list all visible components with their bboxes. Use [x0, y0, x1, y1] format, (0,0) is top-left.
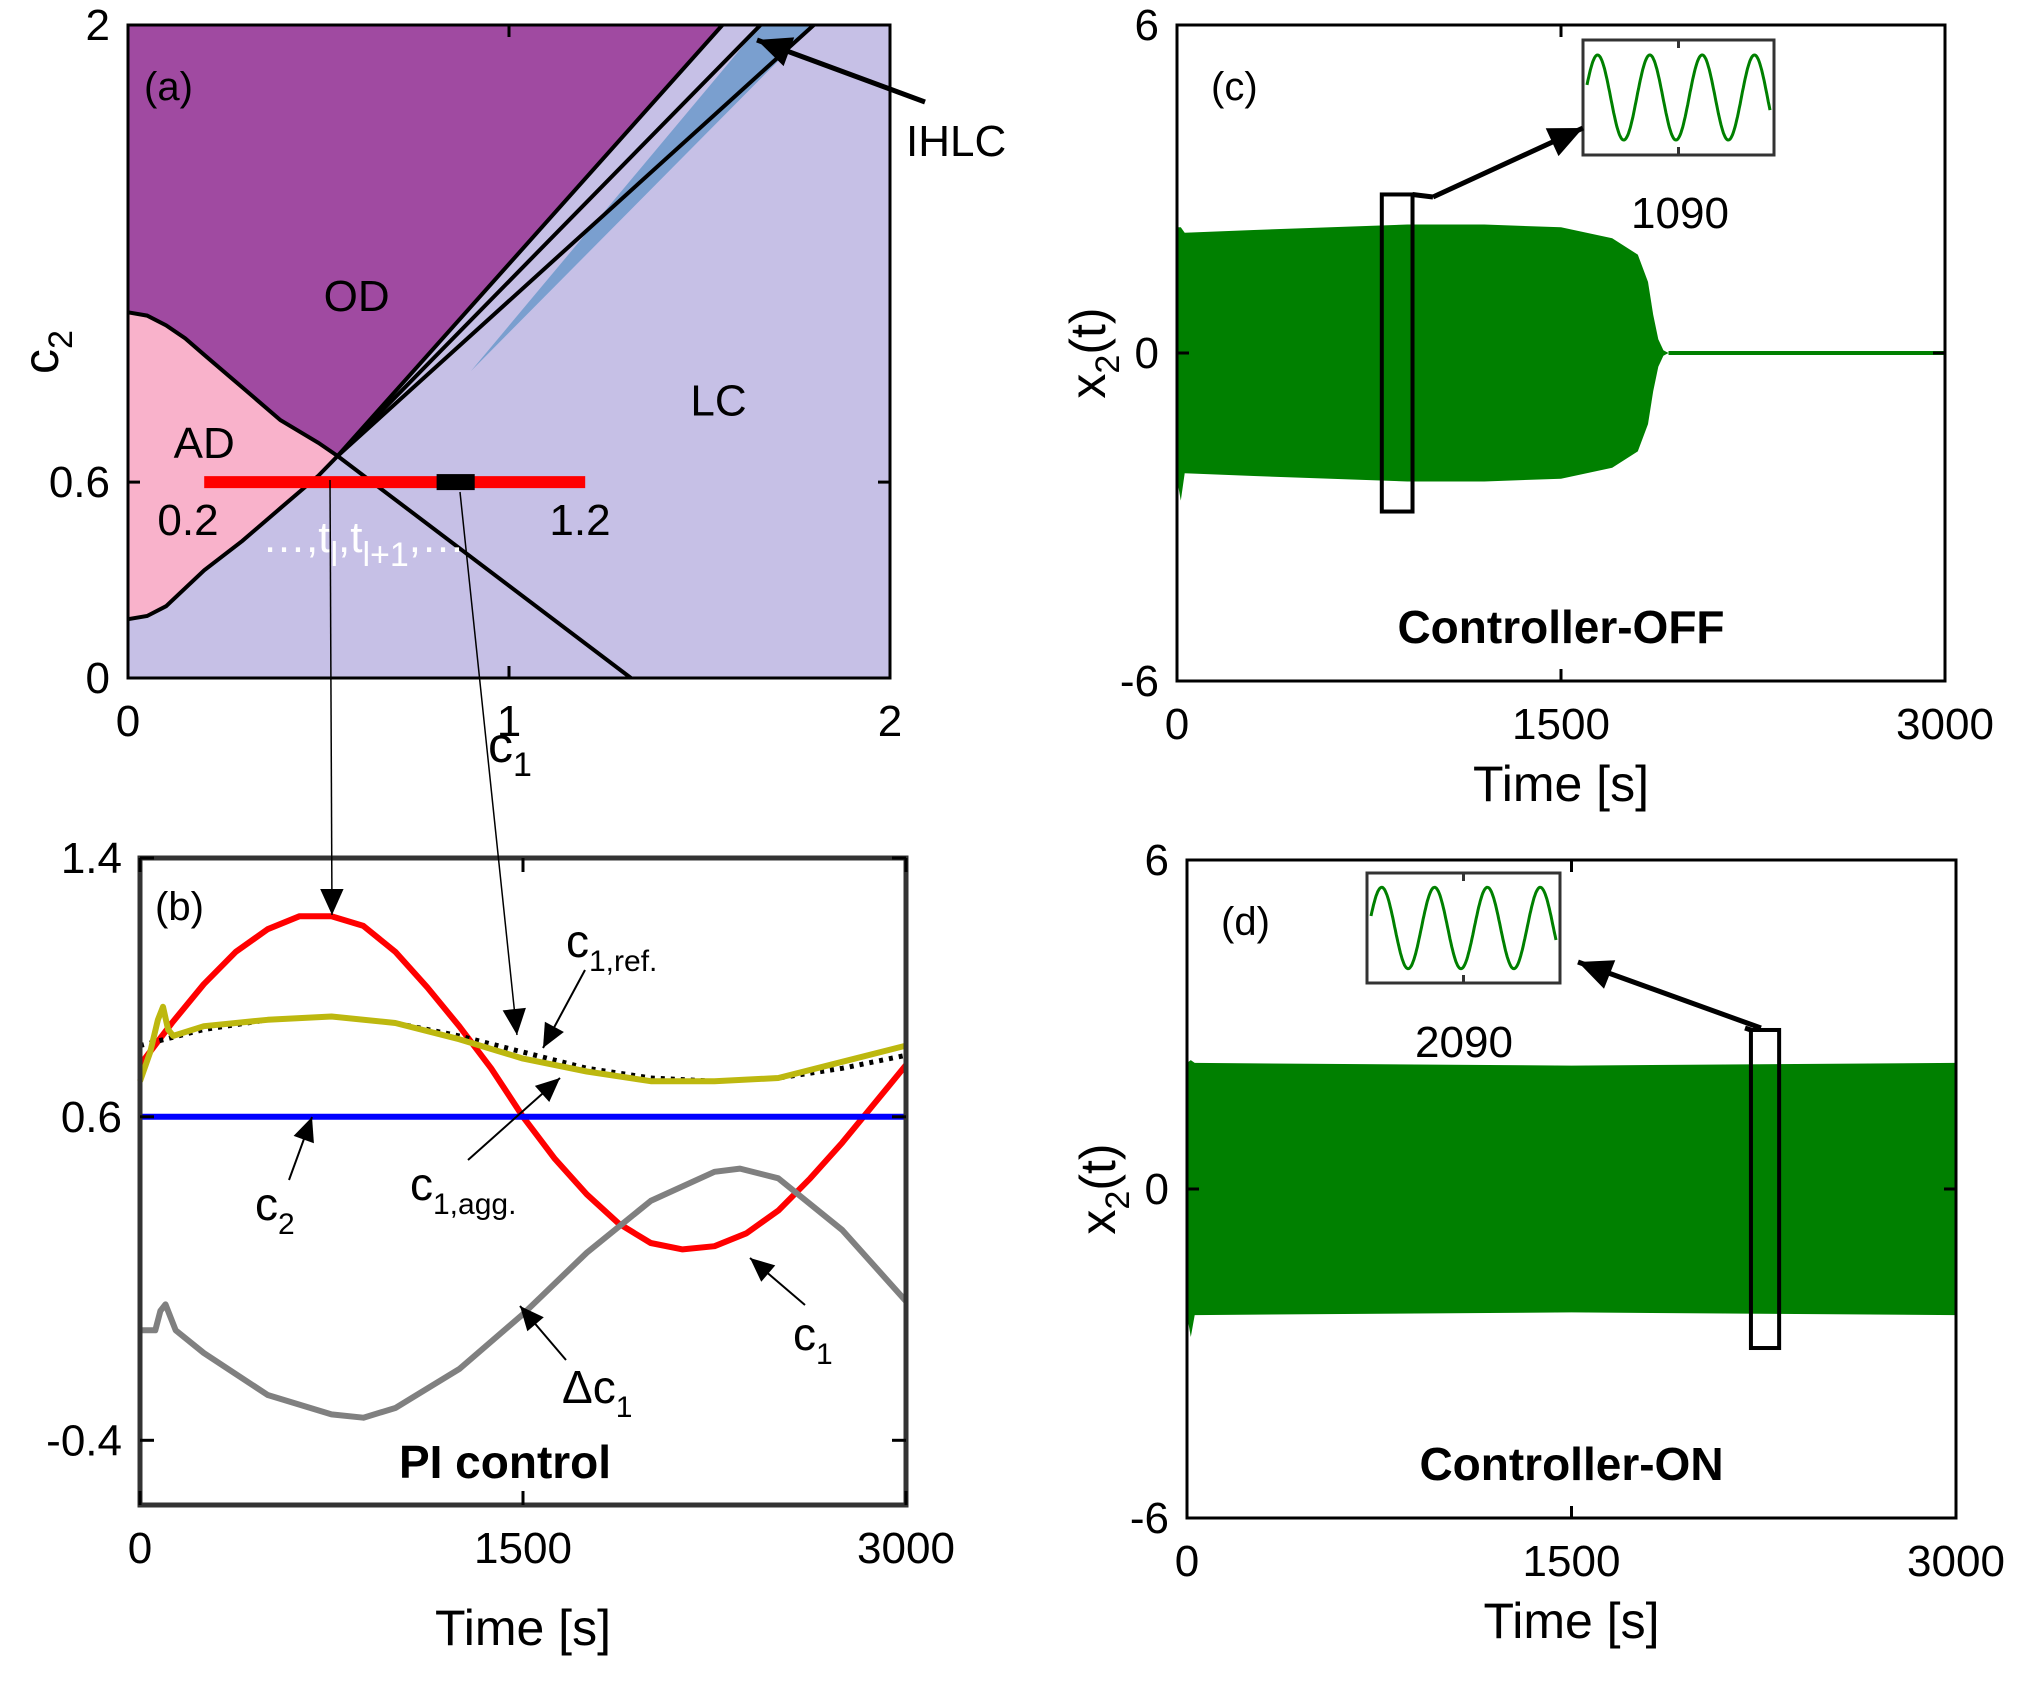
inset-arrow-head: [1545, 128, 1583, 157]
panel-c-title: Controller-OFF: [1397, 601, 1724, 653]
panel-b-ytick-label: 0.6: [61, 1093, 122, 1142]
connector-a-to-c1-ref-head: [502, 1007, 526, 1035]
series-c1-agg-: [137, 1003, 907, 1085]
region-ad: [128, 312, 338, 620]
inset-signal: [1585, 53, 1772, 142]
panel-label-b: (b): [155, 885, 204, 929]
panel-b-title: PI control: [399, 1436, 611, 1488]
panel-d-ytick-label: 0: [1145, 1165, 1169, 1214]
panel-b-xtick-label: 3000: [857, 1524, 955, 1573]
zoom-window: [1379, 192, 1415, 514]
ihlc-label: IHLC: [906, 117, 1006, 166]
panel-label-c: (c): [1211, 65, 1258, 109]
panel-a-ytick-label: 0: [86, 654, 110, 703]
series--c1: [140, 1165, 909, 1421]
panel-b-ytick-label: 1.4: [61, 834, 122, 883]
panel-d-xtick-label: 0: [1175, 1537, 1199, 1586]
panel-d-ytick-label: -6: [1130, 1494, 1169, 1543]
panel-a-ytick-label: 2: [86, 1, 110, 50]
panel-d-title: Controller-ON: [1419, 1438, 1723, 1490]
zoom-window: [1748, 1027, 1782, 1351]
boundary-diagonal: [336, 454, 633, 680]
arrow-c2-head: [293, 1117, 314, 1144]
inset-arrow-elbow: [1744, 1025, 1752, 1033]
connector-a-to-c1-head: [320, 888, 344, 915]
panel-c-xtick-label: 0: [1165, 700, 1189, 749]
inset-arrow-head: [1578, 960, 1616, 989]
region-label-od: OD: [324, 272, 390, 321]
label-delta-c1: Δc1: [562, 1361, 632, 1424]
ihlc-arrow-head: [757, 37, 795, 67]
label-c1-agg: c1,agg.: [410, 1158, 516, 1221]
panel-d-xtick-label: 3000: [1907, 1537, 2005, 1586]
boundary-od: [336, 23, 724, 458]
region-label-ad: AD: [174, 419, 235, 468]
panel-a-phase-diagram: 0 1 2 0 0.6 2 (a) OD AD LC 0.2 1.2 …,tl,tl+1,… IHLC c1…: [13, 1, 1006, 784]
range-start-label: 0.2: [157, 496, 218, 545]
connector-a-to-c1-shaft: [329, 479, 333, 916]
region-ihlc: [470, 25, 814, 372]
panel-connectors: [320, 479, 526, 1036]
panel-c-ytick-label: 6: [1135, 1, 1159, 50]
panel-label-d: (d): [1221, 900, 1270, 944]
panel-a-xtick-label: 2: [878, 697, 902, 746]
inset-signal: [1369, 885, 1558, 971]
boundary-ad-upper: [127, 310, 339, 458]
label-c1-ref: c1,ref.: [566, 915, 657, 978]
panel-c-xtick-label: 3000: [1896, 700, 1994, 749]
panel-a-ytick-label: 0.6: [49, 458, 110, 507]
panel-b-xtick-label: 0: [128, 1524, 152, 1573]
label-c1: c1: [793, 1308, 833, 1371]
y-axis-label-a: c2: [13, 330, 80, 374]
panel-a-xtick-label: 1: [497, 697, 521, 746]
x-axis-label-b: Time [s]: [435, 1600, 611, 1656]
panel-a-xtick-label: 0: [116, 697, 140, 746]
arrow-c1-head: [750, 1258, 776, 1282]
inset-time-label: 1090: [1631, 189, 1729, 238]
panel-c-ytick-label: -6: [1120, 657, 1159, 706]
label-c2: c2: [255, 1178, 295, 1241]
panel-c-xtick-label: 1500: [1512, 700, 1610, 749]
panel-b-xtick-label: 1500: [474, 1524, 572, 1573]
time-sequence-label: …,tl,tl+1,…: [262, 513, 465, 574]
arrow-c1-agg-head: [534, 1078, 560, 1103]
boundary-ihlc-left: [336, 23, 762, 458]
y-axis-label-d: x2(t): [1070, 1143, 1137, 1234]
panel-label-a: (a): [144, 65, 193, 109]
x-axis-label-d: Time [s]: [1484, 1593, 1660, 1649]
inset-arrow-elbow: [1412, 191, 1434, 200]
x-axis-label-c: Time [s]: [1473, 756, 1649, 812]
boundary-ihlc-right: [336, 23, 816, 458]
panel-b-ytick-label: -0.4: [46, 1416, 122, 1465]
range-end-label: 1.2: [549, 496, 610, 545]
connector-a-to-c1-ref-shaft: [459, 491, 518, 1036]
panel-d-ytick-label: 6: [1145, 836, 1169, 885]
y-axis-label-c: x2(t): [1060, 307, 1127, 398]
series-c1-ref-: [139, 1014, 907, 1084]
region-od: [128, 25, 723, 456]
arrow-delta-c1-head: [520, 1306, 544, 1332]
region-label-lc: LC: [690, 376, 746, 425]
signal-envelope: [1187, 1060, 1956, 1337]
current-time-marker: [436, 474, 475, 491]
panel-d-xtick-label: 1500: [1523, 1537, 1621, 1586]
arrow-c1-ref-head: [543, 1021, 564, 1048]
signal-envelope: [1177, 224, 1945, 501]
inset-time-label: 2090: [1415, 1018, 1513, 1067]
panel-c-ytick-label: 0: [1135, 329, 1159, 378]
x-axis-label-a: c1: [488, 717, 532, 784]
